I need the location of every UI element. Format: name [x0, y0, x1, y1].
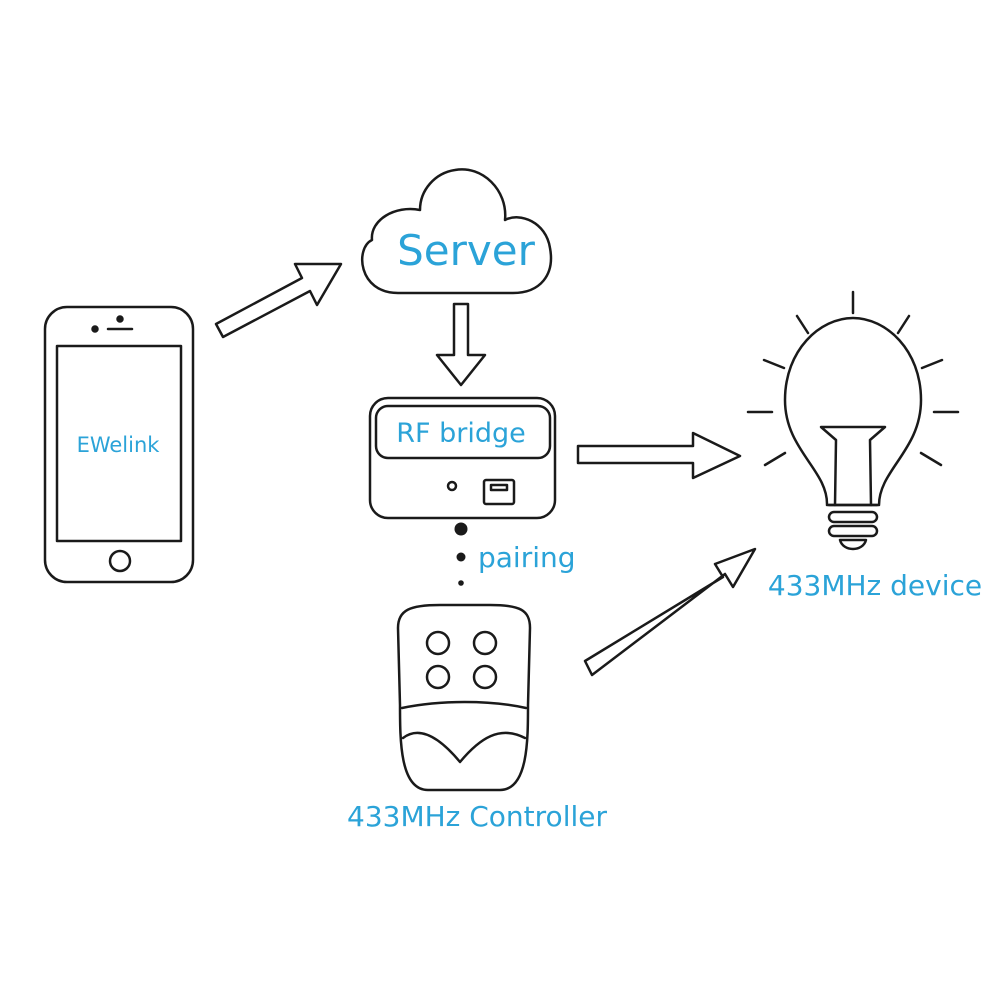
controller-label: 433MHz Controller — [347, 800, 607, 833]
pairing-label: pairing — [478, 541, 576, 574]
arrow-bridge-to-device — [576, 431, 742, 480]
arrow-controller-to-device — [583, 547, 757, 677]
device-label: 433MHz device — [768, 569, 982, 602]
remote-control-icon — [396, 603, 532, 792]
arrow-phone-to-server — [214, 262, 343, 339]
rf-bridge-icon — [368, 396, 557, 520]
light-bulb-icon — [746, 290, 960, 551]
app-label: EWelink — [77, 433, 161, 457]
pairing-dots — [454, 522, 468, 586]
arrow-server-to-bridge — [435, 302, 487, 387]
server-label: Server — [397, 226, 535, 275]
smartphone-icon — [43, 305, 195, 584]
bridge-label: RF bridge — [396, 418, 526, 449]
cloud-icon — [360, 168, 553, 295]
